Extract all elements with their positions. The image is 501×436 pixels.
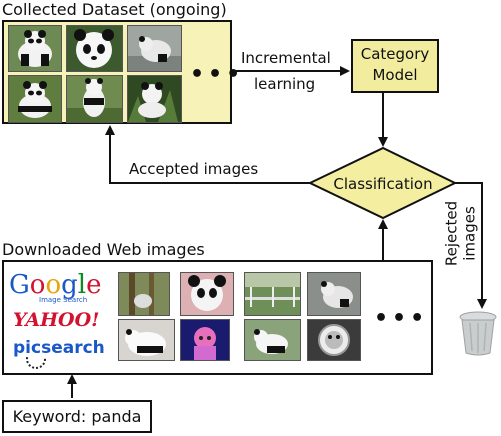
collected-dataset-box: ••• — [2, 20, 240, 124]
picsearch-logo: picsearch — [13, 338, 105, 358]
rejected-label-1: Rejected — [442, 200, 461, 267]
collected-dataset-title: Collected Dataset (ongoing) — [2, 0, 227, 19]
web-thumbnail — [307, 272, 361, 316]
category-model-label-1: Category — [360, 45, 430, 63]
keyword-box: Keyword: panda — [2, 400, 152, 433]
google-logo-subtitle: Image Search — [39, 296, 88, 304]
classification-label: Classification — [333, 175, 433, 193]
panda-thumbnail — [66, 25, 123, 72]
more-web-images-ellipsis: ••• — [374, 306, 429, 331]
web-thumbnail — [118, 272, 170, 316]
downloaded-images-box: Google Image Search YAHOO! picsearch ••• — [2, 260, 433, 375]
web-thumbnail — [118, 319, 175, 361]
more-images-ellipsis: ••• — [190, 62, 245, 87]
panda-thumbnail — [8, 25, 62, 72]
panda-thumbnail — [8, 75, 62, 123]
category-model-label-2: Model — [372, 66, 418, 84]
web-thumbnail — [307, 319, 361, 361]
rejected-label-2: images — [460, 206, 479, 261]
keyword-label: Keyword: panda — [12, 407, 142, 426]
web-thumbnail — [180, 272, 234, 316]
panda-thumbnail — [66, 75, 123, 123]
category-model-box: Category Model — [351, 39, 439, 93]
incremental-learning-label-1: Incremental — [241, 49, 331, 67]
panda-thumbnail — [127, 75, 182, 123]
picsearch-gear-icon — [26, 357, 46, 369]
web-thumbnail — [244, 319, 301, 361]
panda-thumbnail — [127, 25, 182, 72]
web-thumbnail — [244, 272, 301, 316]
yahoo-logo: YAHOO! — [13, 309, 100, 331]
google-logo: Google — [9, 270, 102, 300]
accepted-images-label: Accepted images — [129, 160, 259, 178]
rejected-images-label: Rejected images — [443, 188, 495, 278]
trash-can-icon — [459, 311, 497, 356]
web-thumbnail — [180, 319, 230, 361]
downloaded-images-title: Downloaded Web images — [2, 240, 205, 259]
incremental-learning-label-2: learning — [254, 75, 316, 93]
